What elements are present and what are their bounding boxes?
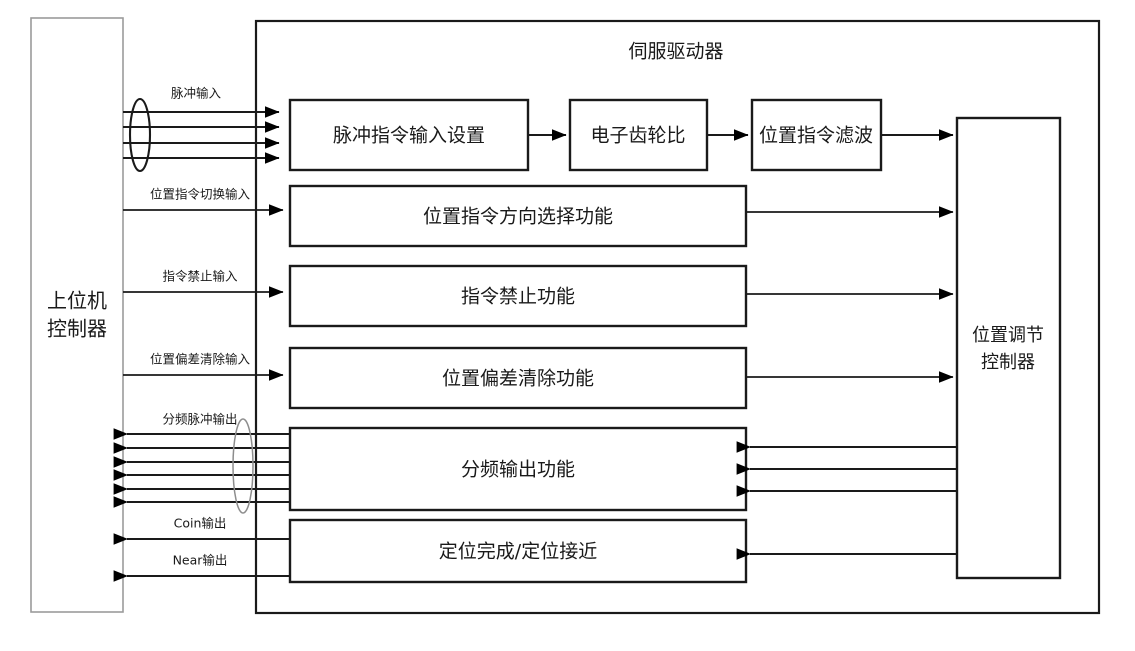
box-label-electronic-gear-ratio: 电子齿轮比 [590,125,685,147]
box-label-position-deviation-clear-function: 位置偏差清除功能 [442,368,594,390]
wire-label-position-deviation-clear-input: 位置偏差清除输入 [150,352,251,367]
box-position-command-filter [750,98,883,172]
position-controller-label-line2: 控制器 [981,352,1035,373]
box-label-pulse-command-input-setting: 脉冲指令输入设置 [333,125,485,147]
wire-label-divided-pulse-output: 分频脉冲输出 [162,412,237,427]
servo-driver-frame [254,19,1101,615]
wire-label-position-command-switch-input: 位置指令切换输入 [150,187,251,202]
position-controller-box [955,116,1062,580]
wire-label-coin-output: Coin输出 [174,516,227,531]
wire-label-command-inhibit-input: 指令禁止输入 [162,269,238,284]
box-label-frequency-division-output-function: 分频输出功能 [461,459,575,481]
host-controller-box [30,17,124,613]
box-command-inhibit-function [288,264,748,328]
box-pulse-command-input-setting [288,98,530,172]
host-controller-label-line1: 上位机 [47,289,107,313]
box-label-position-command-filter: 位置指令滤波 [759,125,873,147]
box-label-position-command-direction-select: 位置指令方向选择功能 [423,206,613,228]
pulse-input-cable-bundle-icon [128,97,152,173]
wire-label-pulse-input: 脉冲输入 [171,86,222,101]
divided-pulse-cable-bundle-icon [232,418,254,514]
box-position-deviation-clear-function [288,346,748,410]
box-positioning-complete-near [288,518,748,584]
host-controller-label-line2: 控制器 [47,317,107,341]
box-frequency-division-output-function [288,426,748,512]
box-electronic-gear-ratio [568,98,709,172]
position-controller-label-line1: 位置调节 [972,325,1044,346]
box-position-command-direction-select [288,184,748,248]
box-label-positioning-complete-near: 定位完成/定位接近 [439,541,597,563]
servo-driver-title: 伺服驱动器 [628,41,723,63]
box-label-command-inhibit-function: 指令禁止功能 [461,286,575,308]
wire-label-near-output: Near输出 [173,553,228,568]
